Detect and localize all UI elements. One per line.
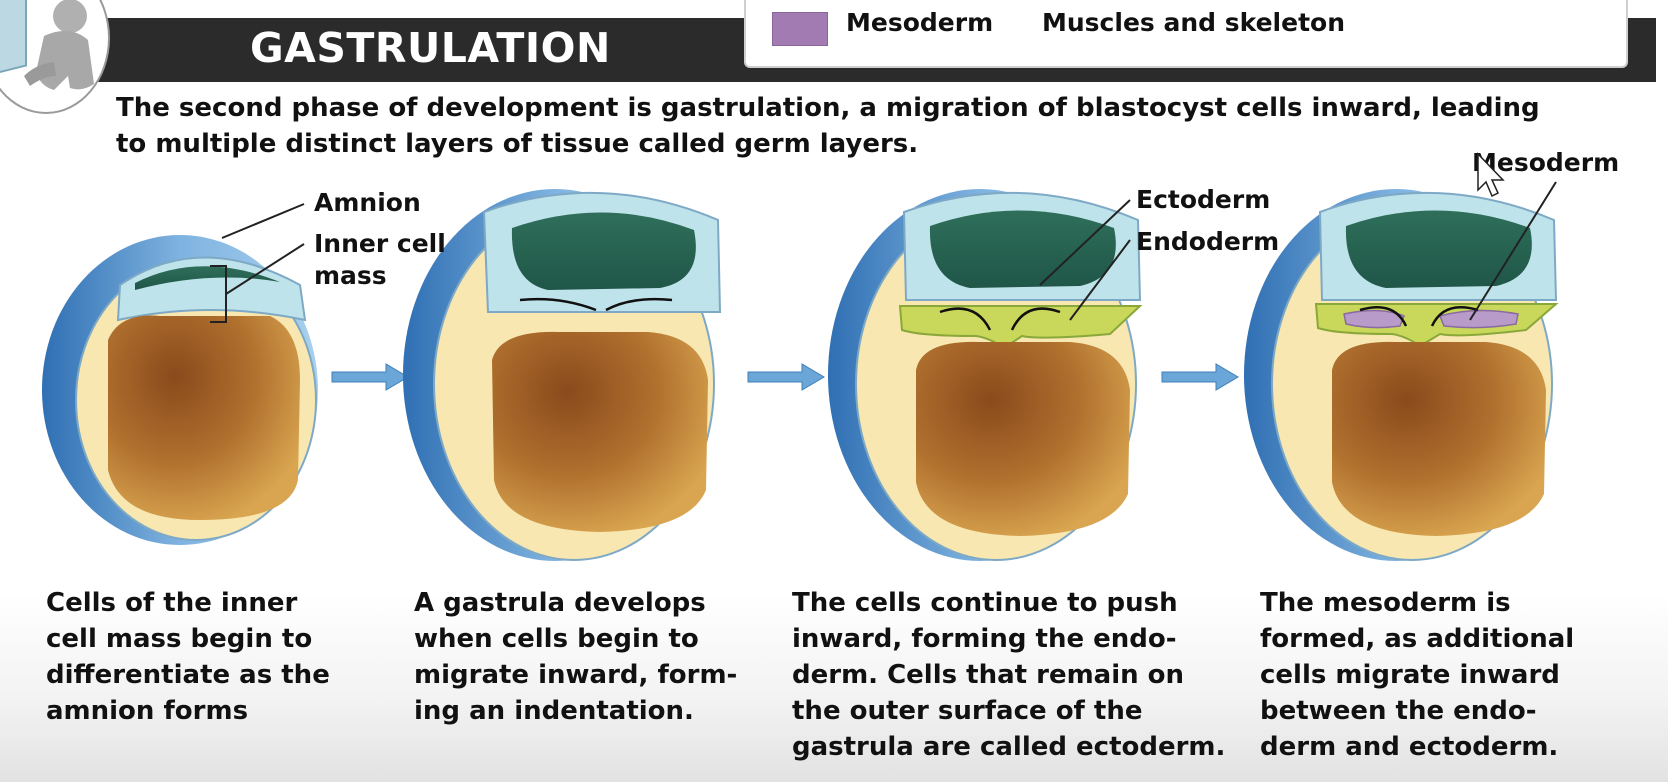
ectoderm-leader-line [1039,199,1131,286]
caption-stage-1: Cells of the inner cell mass begin to di… [46,588,330,726]
legend-description: Muscles and skeleton [1042,8,1345,37]
inner-cell-leader-line [225,243,305,295]
embryo-stage-3 [828,189,1143,561]
arrow-right-icon [1161,363,1239,391]
embryo-stage-2 [403,189,722,561]
amniotic-cavity-1 [135,266,280,290]
endoderm-leader-line [1069,239,1131,321]
embryo-stage-4 [1244,189,1559,561]
caption-stage-2: A gastrula develops when cells begin to … [414,588,738,726]
yolk-1 [108,315,300,520]
migration-arrows-3 [939,307,1061,331]
arrow-right-icon [331,363,409,391]
migration-arrows-4 [1359,306,1479,327]
yolk-3 [916,341,1130,536]
legend-term: Mesoderm [846,8,994,37]
label-mass: mass [314,261,387,290]
caption-stage-4: The mesoderm is formed, as additional ce… [1260,588,1575,762]
arrow-right-icon [747,363,825,391]
label-inner-cell: Inner cell [314,229,446,258]
mesoderm-layer-4 [1343,309,1519,329]
cursor-icon [1477,152,1505,198]
avatar-icon [0,0,94,90]
caption-stage-3: The cells continue to push inward, formi… [792,588,1226,762]
label-mesoderm: Mesoderm [1472,148,1619,177]
amniotic-cavity-3 [929,210,1116,288]
amnion-leader-line [221,203,305,239]
label-amnion: Amnion [314,188,421,217]
amniotic-cavity-4 [1345,210,1532,288]
embryo-stage-1 [42,235,318,545]
page-title: GASTRULATION [250,24,611,72]
label-endoderm: Endoderm [1136,227,1279,256]
yolk-4 [1332,341,1546,536]
amniotic-cavity-2 [511,212,696,290]
intro-text: The second phase of development is gastr… [116,93,1540,159]
mesoderm-leader-line [1469,181,1557,321]
yolk-2 [492,331,708,532]
legend-panel: Mesoderm Muscles and skeleton [744,0,1628,68]
label-ectoderm: Ectoderm [1136,185,1270,214]
legend-swatch-mesoderm [772,12,828,46]
migration-arrows-2 [519,297,673,312]
